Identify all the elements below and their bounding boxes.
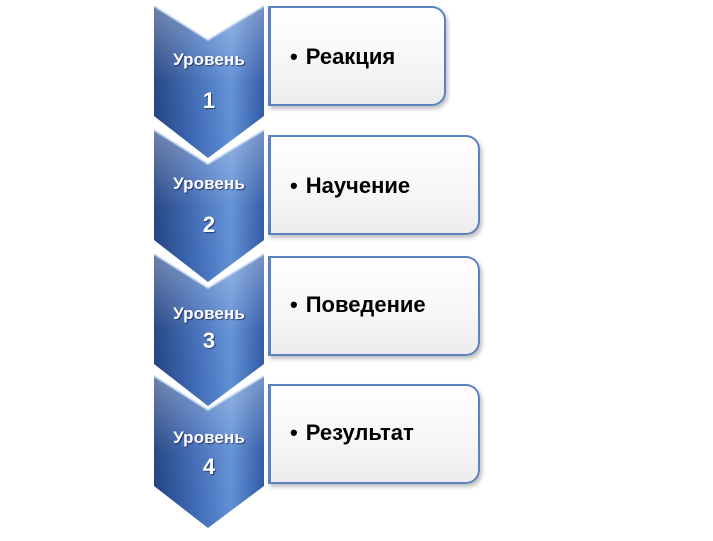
level-number: 1	[202, 88, 216, 113]
level-item-label: Поведение	[305, 292, 426, 317]
level-card: • Поведение	[268, 256, 480, 356]
bullet-icon: •	[290, 44, 298, 69]
level-item: • Поведение	[290, 292, 426, 318]
level-card: • Результат	[268, 384, 480, 484]
level-card: • Реакция	[268, 6, 446, 106]
level-item-label: Научение	[305, 173, 411, 198]
level-number: 3	[202, 328, 216, 353]
bullet-icon: •	[290, 173, 298, 198]
level-label: Уровень	[173, 50, 245, 69]
chevron-down-icon	[150, 253, 268, 414]
level-item: • Результат	[290, 420, 414, 446]
level-item: • Научение	[290, 173, 410, 199]
level-item-label: Результат	[305, 420, 414, 445]
level-item-label: Реакция	[305, 44, 396, 69]
chevron-down-icon	[150, 129, 268, 290]
level-label: Уровень	[173, 304, 245, 323]
level-label: Уровень	[173, 174, 245, 193]
level-item: • Реакция	[290, 44, 395, 70]
level-label: Уровень	[173, 428, 245, 447]
chevron-down-icon	[150, 375, 268, 536]
chevron-down-icon	[150, 5, 268, 166]
level-number: 4	[202, 454, 216, 479]
level-card: • Научение	[268, 135, 480, 235]
bullet-icon: •	[290, 420, 298, 445]
level-number: 2	[202, 212, 216, 237]
bullet-icon: •	[290, 292, 298, 317]
